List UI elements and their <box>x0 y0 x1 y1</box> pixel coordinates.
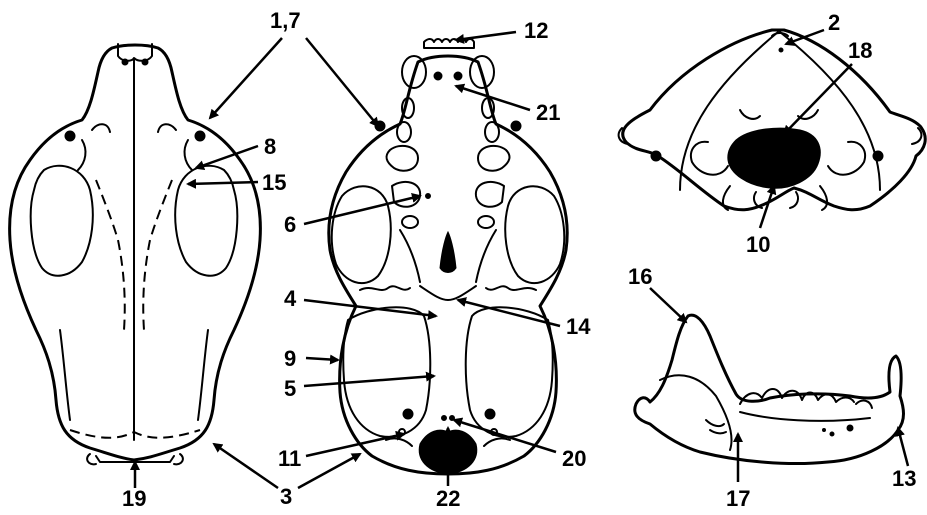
label-2: 2 <box>828 10 840 35</box>
label-9: 9 <box>284 346 296 371</box>
label-22: 22 <box>436 486 460 510</box>
arrow-12 <box>456 32 516 40</box>
arrow-15 <box>188 182 258 184</box>
label-17: 17 <box>726 486 750 510</box>
label-20: 20 <box>562 446 586 471</box>
label-18: 18 <box>848 38 872 63</box>
arrow-4 <box>304 300 436 316</box>
label-19: 19 <box>122 486 146 510</box>
label-1-7: 1,7 <box>270 8 301 33</box>
label-3: 3 <box>280 484 292 509</box>
label-13: 13 <box>892 466 916 491</box>
label-11: 11 <box>278 446 301 471</box>
label-21: 21 <box>536 100 560 125</box>
arrow-1-7-right <box>306 38 378 126</box>
arrow-1-7-left <box>210 38 282 118</box>
arrow-18 <box>784 64 852 134</box>
arrow-13 <box>898 428 908 466</box>
mandible-view <box>635 315 904 463</box>
arrow-3-right <box>298 454 360 488</box>
arrow-8 <box>196 146 258 168</box>
label-12: 12 <box>524 18 548 43</box>
label-10: 10 <box>746 232 770 257</box>
arrow-3-left <box>214 444 278 488</box>
arrow-16 <box>650 288 686 322</box>
label-4: 4 <box>284 286 297 311</box>
label-15: 15 <box>262 170 286 195</box>
label-8: 8 <box>264 134 276 159</box>
label-5: 5 <box>284 376 296 401</box>
posterior-skull-view <box>619 30 926 210</box>
label-6: 6 <box>284 212 296 237</box>
ventral-skull-view <box>329 39 567 474</box>
dorsal-skull-view <box>10 44 261 464</box>
arrow-5 <box>304 376 434 386</box>
label-14: 14 <box>566 314 591 339</box>
label-16: 16 <box>628 264 652 289</box>
arrow-9 <box>306 358 338 360</box>
